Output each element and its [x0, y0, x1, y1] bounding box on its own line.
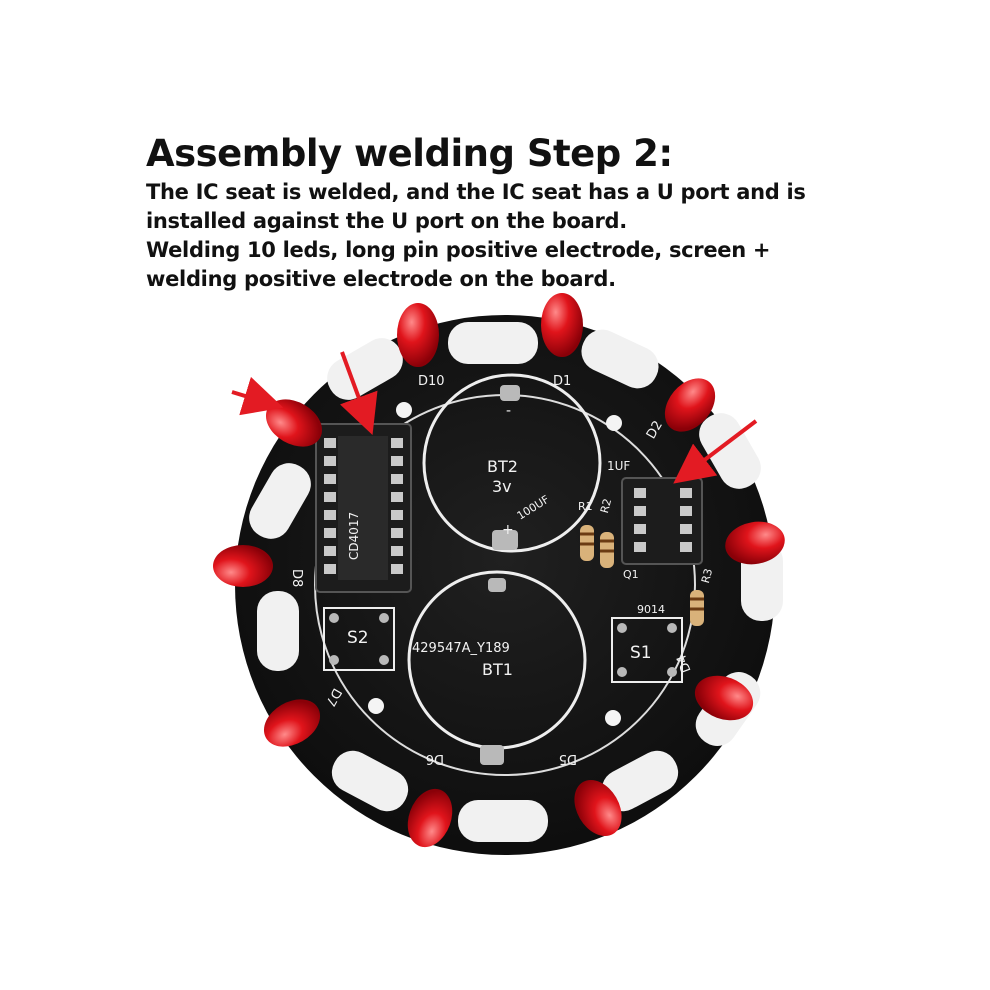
led-d8: [213, 545, 273, 587]
led-array: [213, 293, 785, 848]
silkscreen-pads: [249, 322, 783, 842]
led-d5: [574, 779, 622, 837]
bt2-label: BT2: [487, 457, 518, 476]
led-d4: [694, 675, 754, 721]
led-label-d1: D1: [553, 374, 571, 389]
ic-socket-16pin: CD4017: [315, 423, 412, 593]
bt2-voltage: 3v: [492, 477, 512, 496]
q1-label: Q1: [623, 568, 639, 581]
cap-1uf-label: 1UF: [607, 459, 630, 473]
arrow-led: [231, 376, 284, 416]
annotation-arrows: [231, 351, 758, 484]
arrow-ic8: [673, 419, 758, 484]
led-d3: [725, 521, 785, 565]
led-label-d5: D5: [559, 751, 577, 766]
r1-label: R1: [578, 500, 593, 513]
switch-s2-footprint: [323, 607, 395, 671]
r3-label: R3: [699, 567, 715, 585]
led-d2: [664, 378, 716, 432]
ic-socket-8pin: [621, 477, 703, 565]
led-label-d4: D4: [674, 652, 694, 674]
led-d10: [397, 303, 439, 367]
r2-label: R2: [598, 497, 614, 515]
led-d1: [541, 293, 583, 357]
plus-sign: +: [502, 522, 514, 538]
transistor-label: 9014: [637, 603, 665, 616]
led-instruction: Welding 10 leds, long pin positive elect…: [146, 238, 771, 291]
switch-s1-footprint: [611, 617, 683, 683]
bt1-code: 429547A_Y189: [412, 641, 510, 656]
bt1-label: BT1: [482, 660, 513, 679]
led-d7: [263, 699, 321, 747]
title-heading: Assembly welding Step 2:: [146, 132, 673, 175]
ic-marking: CD4017: [347, 512, 361, 560]
led-d6: [407, 788, 453, 848]
battery-bt1: [407, 570, 587, 765]
ic-seat-instruction: The IC seat is welded, and the IC seat h…: [146, 180, 806, 233]
led-label-d10: D10: [418, 374, 445, 389]
arrow-ic16: [339, 351, 378, 436]
resistors: [580, 525, 704, 626]
battery-bt2: [422, 373, 602, 553]
minus-sign: -: [506, 403, 511, 419]
led-label-d6: D6: [426, 751, 444, 766]
mounting-holes: [368, 402, 622, 726]
led-label-d8: D8: [289, 569, 304, 587]
s1-label: S1: [630, 643, 652, 663]
s2-label: S2: [347, 628, 369, 648]
